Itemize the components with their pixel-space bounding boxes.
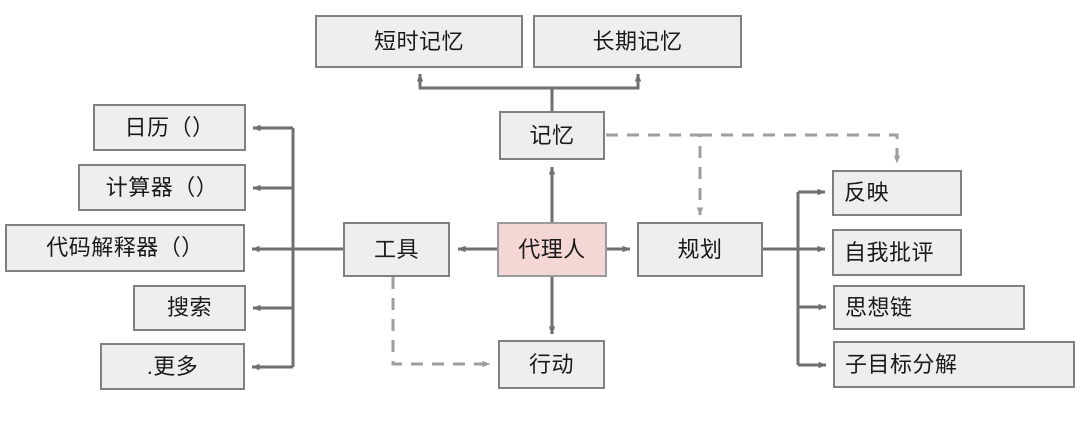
- node-calendar[interactable]: 日历（）: [93, 104, 246, 151]
- node-action[interactable]: 行动: [498, 340, 605, 389]
- node-tools[interactable]: 工具: [343, 222, 450, 277]
- node-search[interactable]: 搜索: [133, 285, 246, 331]
- node-code-interpreter[interactable]: 代码解释器（）: [5, 224, 245, 272]
- node-reflection[interactable]: 反映: [832, 170, 962, 216]
- node-planning[interactable]: 规划: [637, 222, 763, 277]
- node-long-term-memory[interactable]: 长期记忆: [533, 15, 742, 68]
- edge-memory-to-reflection-dashed: [700, 133, 901, 164]
- node-memory[interactable]: 记忆: [499, 111, 605, 160]
- node-self-critique[interactable]: 自我批评: [832, 229, 962, 276]
- edge-tools-to-action-dashed: [391, 277, 491, 368]
- node-more[interactable]: .更多: [100, 343, 245, 390]
- node-calculator[interactable]: 计算器（）: [78, 164, 246, 211]
- node-agent[interactable]: 代理人: [497, 222, 607, 277]
- edge-memory-to-short-term: [416, 73, 554, 111]
- node-chain-of-thought[interactable]: 思想链: [833, 285, 1025, 330]
- node-short-term-memory[interactable]: 短时记忆: [315, 15, 523, 68]
- edge-memory-to-long-term: [552, 73, 642, 90]
- edge-memory-to-planning-dashed: [606, 133, 704, 216]
- node-subgoal-decomposition[interactable]: 子目标分解: [833, 341, 1075, 388]
